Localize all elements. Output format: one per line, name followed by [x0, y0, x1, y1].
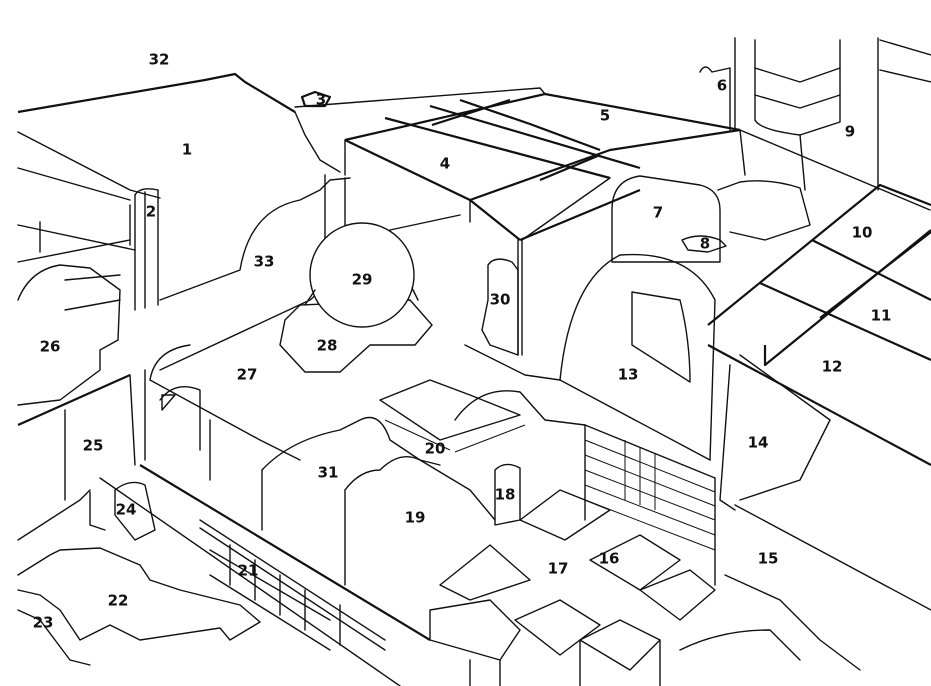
label-33: 33: [253, 252, 275, 271]
label-30: 30: [489, 290, 511, 309]
region-21-24-pipe-trough: [89, 464, 431, 686]
label-18: 18: [494, 485, 516, 504]
region-1-roof-slab: [17, 72, 341, 199]
region-9-back-wall: [699, 37, 931, 211]
label-25: 25: [82, 436, 104, 455]
label-2: 2: [145, 202, 157, 221]
region-2-column: [134, 188, 159, 311]
label-4: 4: [439, 154, 451, 173]
label-28: 28: [316, 336, 338, 355]
region-28-29-dome: [279, 222, 433, 373]
label-24: 24: [115, 500, 137, 519]
region-13-arched-partition: [517, 177, 716, 461]
label-10: 10: [851, 223, 873, 242]
region-19-20-31-blocks: [261, 379, 586, 586]
label-22: 22: [107, 591, 129, 610]
label-8: 8: [699, 234, 711, 253]
region-4-5-floor-panels: [344, 92, 741, 242]
label-31: 31: [317, 463, 339, 482]
label-5: 5: [599, 106, 611, 125]
label-15: 15: [757, 549, 779, 568]
region-16-17-18-steps: [429, 424, 716, 686]
region-10-11-12-panels: [707, 183, 931, 466]
region-7-8-blocks: [611, 129, 811, 263]
region-30-wall-piece: [464, 258, 561, 381]
region-3-gutter: [294, 87, 546, 108]
label-16: 16: [598, 549, 620, 568]
label-14: 14: [747, 433, 769, 452]
left-shelf-walls: [17, 167, 136, 263]
label-21: 21: [237, 561, 259, 580]
label-7: 7: [652, 203, 664, 222]
label-26: 26: [39, 337, 61, 356]
label-13: 13: [617, 365, 639, 384]
label-23: 23: [32, 613, 54, 632]
label-32: 32: [148, 50, 170, 69]
label-12: 12: [821, 357, 843, 376]
region-22-23-floor: [17, 489, 261, 666]
region-14-15-right-floor: [679, 354, 931, 671]
label-27: 27: [236, 365, 258, 384]
region-25-26-27-33-walls: [17, 174, 461, 501]
label-9: 9: [844, 122, 856, 141]
label-3: 3: [315, 90, 327, 109]
label-19: 19: [404, 508, 426, 527]
label-29: 29: [351, 270, 373, 289]
label-11: 11: [870, 306, 892, 325]
label-1: 1: [181, 140, 193, 159]
label-17: 17: [547, 559, 569, 578]
label-20: 20: [424, 439, 446, 458]
label-6: 6: [716, 76, 728, 95]
